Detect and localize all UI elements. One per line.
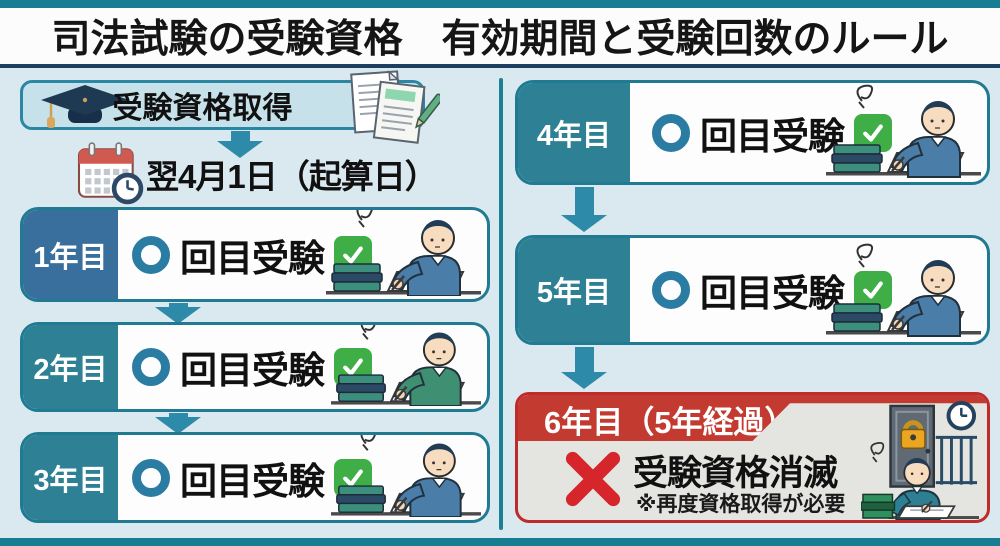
- bottom-border-strip: [0, 538, 1000, 546]
- expiry-box: 6年目（5年経過） 受験資格消滅 ※再度資格取得が必要: [515, 392, 990, 523]
- attempt-content: 回目受験: [118, 210, 372, 299]
- attempt-content: 回目受験: [630, 238, 892, 342]
- calendar-clock-icon: [77, 142, 144, 205]
- year-row-5: 5年目 回目受験: [515, 235, 990, 345]
- qualification-badge: 受験資格取得: [20, 70, 440, 144]
- year-1-label: 1年目: [23, 210, 118, 299]
- year-row-3: 3年目 回目受験: [20, 432, 490, 523]
- page-title: 司法試験の受験資格 有効期間と受験回数のルール: [51, 18, 949, 61]
- thinking-student-illustration: [826, 241, 981, 339]
- start-date-text: 翌4月1日（起算日）: [146, 158, 438, 195]
- attempt-label: 回目受験: [180, 460, 325, 502]
- check-icon: [854, 271, 892, 309]
- arrow-year4-to-year5: [561, 187, 607, 232]
- year-3-label: 3年目: [23, 435, 118, 520]
- year-2-label: 2年目: [23, 325, 118, 409]
- arrow-year1-to-year2: [155, 303, 201, 324]
- count-circle-icon: [132, 348, 170, 386]
- attempt-label: 回目受験: [700, 273, 845, 314]
- arrow-badge-to-date: [217, 131, 263, 158]
- attempt-label: 回目受験: [700, 115, 845, 157]
- documents-icon: [350, 70, 440, 144]
- title-band: 司法試験の受験資格 有効期間と受験回数のルール: [0, 8, 1000, 68]
- studying-student-illustration: [326, 207, 481, 296]
- studying-student-illustration: [331, 432, 481, 517]
- arrow-year5-to-expiry: [561, 347, 607, 389]
- expiry-main-text: 受験資格消滅: [633, 454, 838, 493]
- locked-door-student-illustration: [861, 399, 979, 521]
- count-circle-icon: [132, 235, 170, 274]
- year-row-2: 2年目 回目受験: [20, 322, 490, 412]
- expiry-note-text: ※再度資格取得が必要: [636, 493, 846, 516]
- year-row-4: 4年目 回目受験: [515, 80, 990, 185]
- attempt-content: 回目受験: [118, 325, 372, 409]
- arrow-year2-to-year3: [155, 413, 201, 434]
- top-border-strip: [0, 0, 1000, 8]
- attempt-label: 回目受験: [180, 237, 325, 279]
- year-5-label: 5年目: [518, 238, 630, 342]
- attempt-label: 回目受験: [180, 350, 325, 391]
- expiry-year-label: 6年目（5年経過）: [544, 405, 796, 440]
- count-circle-icon: [652, 113, 690, 152]
- column-divider: [499, 78, 503, 530]
- graduation-cap-icon: [41, 85, 129, 128]
- studying-student-illustration: [331, 322, 481, 406]
- year-row-1: 1年目 回目受験: [20, 207, 490, 302]
- attempt-content: 回目受験: [630, 83, 892, 182]
- studying-student-illustration: [826, 83, 981, 179]
- count-circle-icon: [132, 458, 170, 497]
- qualification-badge-label: 受験資格取得: [112, 92, 293, 125]
- cross-icon: [565, 451, 621, 507]
- year-4-label: 4年目: [518, 83, 630, 182]
- count-circle-icon: [652, 271, 690, 309]
